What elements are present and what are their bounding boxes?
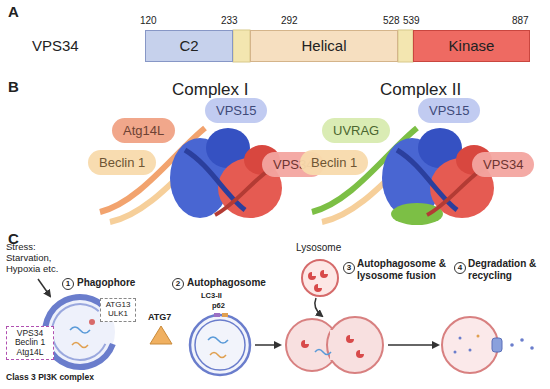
node-text: Beclin 1 bbox=[99, 155, 145, 170]
text-label: Class 3 PI3K complex bbox=[6, 373, 94, 383]
step-number: 2 bbox=[172, 278, 184, 290]
text-label: Autophagosome & lysosome fusion bbox=[357, 258, 451, 281]
node-text: Helical bbox=[301, 38, 346, 55]
illustration-shape bbox=[70, 327, 90, 333]
illustration-shape bbox=[356, 350, 364, 358]
illustration-shape bbox=[89, 319, 95, 325]
text-label: p62 bbox=[212, 302, 225, 311]
illustration-shape bbox=[315, 350, 331, 355]
text-label: A bbox=[8, 3, 19, 20]
degradation-figure bbox=[442, 317, 534, 373]
illustration-shape bbox=[477, 335, 480, 338]
illustration-shape bbox=[150, 326, 172, 344]
illustration-shape bbox=[320, 270, 328, 278]
node-text: ATG13 ULK1 bbox=[103, 301, 133, 319]
domain-box: Kinase bbox=[413, 30, 530, 62]
illustration-shape bbox=[469, 349, 472, 352]
illustration-shape bbox=[459, 337, 462, 340]
illustration-shape bbox=[492, 338, 502, 352]
text-label: Autophagosome bbox=[187, 277, 266, 289]
illustration-shape bbox=[195, 320, 245, 370]
autophagosome-figure bbox=[190, 313, 250, 375]
atg7-triangle bbox=[150, 326, 172, 344]
illustration-shape bbox=[510, 343, 514, 347]
illustration-shape bbox=[72, 343, 88, 348]
illustration-shape bbox=[210, 353, 226, 358]
protein-blob: Atg14L bbox=[112, 118, 175, 143]
protein-blob: Beclin 1 bbox=[88, 150, 156, 175]
illustration-shape bbox=[454, 351, 457, 354]
step-number: 3 bbox=[343, 262, 355, 274]
illustration-shape bbox=[391, 203, 443, 225]
dashed-box: VPS34 Beclin 1 Atg14L bbox=[6, 326, 54, 360]
illustration-shape bbox=[208, 337, 228, 343]
text-label: Complex II bbox=[380, 80, 461, 100]
text-label: VPS34 bbox=[32, 37, 79, 54]
text-label: Phagophore bbox=[77, 277, 135, 289]
illustration-shape bbox=[190, 315, 250, 375]
text-label: 887 bbox=[512, 15, 529, 27]
dashed-box: ATG13 ULK1 bbox=[100, 298, 136, 322]
text-label: 528 bbox=[383, 15, 400, 27]
text-label: 292 bbox=[281, 15, 298, 27]
protein-blob: UVRAG bbox=[322, 118, 390, 143]
illustration-shape bbox=[520, 338, 524, 342]
node-text: Atg14L bbox=[123, 123, 164, 138]
protein-blob: VPS34 bbox=[472, 152, 534, 177]
lysosome-figure bbox=[302, 260, 338, 296]
illustration-shape bbox=[233, 30, 250, 62]
protein-blob: VPS15 bbox=[418, 98, 480, 123]
protein-blob: VPS15 bbox=[205, 98, 267, 123]
illustration-shape bbox=[398, 30, 413, 62]
illustration-shape bbox=[214, 313, 220, 317]
domain-box: Helical bbox=[250, 30, 398, 62]
protein-blob: Beclin 1 bbox=[300, 150, 368, 175]
text-label: 539 bbox=[403, 15, 420, 27]
node-text: VPS15 bbox=[216, 103, 256, 118]
node-text: VPS15 bbox=[429, 103, 469, 118]
text-label: 233 bbox=[221, 15, 238, 27]
illustration-shape bbox=[442, 317, 498, 373]
illustration-shape bbox=[302, 260, 338, 296]
illustration-shape bbox=[315, 298, 322, 316]
text-label: 120 bbox=[140, 15, 157, 27]
illustration-shape bbox=[255, 344, 280, 346]
illustration-shape bbox=[327, 317, 383, 373]
text-label: LC3-II bbox=[201, 292, 222, 301]
text-label: Complex I bbox=[172, 80, 249, 100]
node-text: VPS34 bbox=[483, 157, 523, 172]
illustration-shape bbox=[38, 279, 50, 296]
text-label: B bbox=[8, 78, 19, 95]
text-label: Degradation & recycling bbox=[468, 258, 546, 281]
illustration-shape bbox=[314, 284, 322, 292]
step-number: 4 bbox=[454, 262, 466, 274]
node-text: VPS34 Beclin 1 Atg14L bbox=[10, 329, 50, 357]
node-text: Beclin 1 bbox=[311, 155, 357, 170]
text-label: Stress: Starvation, Hypoxia etc. bbox=[6, 242, 78, 275]
node-text: C2 bbox=[179, 38, 198, 55]
illustration-shape bbox=[301, 340, 309, 348]
illustration-shape bbox=[308, 272, 316, 280]
stress-arrow bbox=[38, 279, 50, 296]
domain-bar bbox=[145, 30, 530, 62]
illustration-shape bbox=[222, 313, 228, 317]
text-label: Lysosome bbox=[296, 242, 341, 254]
node-text: Kinase bbox=[449, 38, 495, 55]
domain-box: C2 bbox=[145, 30, 233, 62]
illustration-shape bbox=[346, 335, 354, 343]
step-number: 1 bbox=[62, 278, 74, 290]
illustration-shape bbox=[530, 346, 534, 350]
illustration-shape bbox=[427, 168, 484, 215]
illustration-shape bbox=[388, 344, 438, 346]
illustration-shape bbox=[215, 168, 272, 215]
text-label: ATG7 bbox=[148, 312, 171, 322]
fusion-figure bbox=[286, 317, 383, 373]
illustration-shape bbox=[330, 330, 344, 360]
node-text: UVRAG bbox=[333, 123, 379, 138]
